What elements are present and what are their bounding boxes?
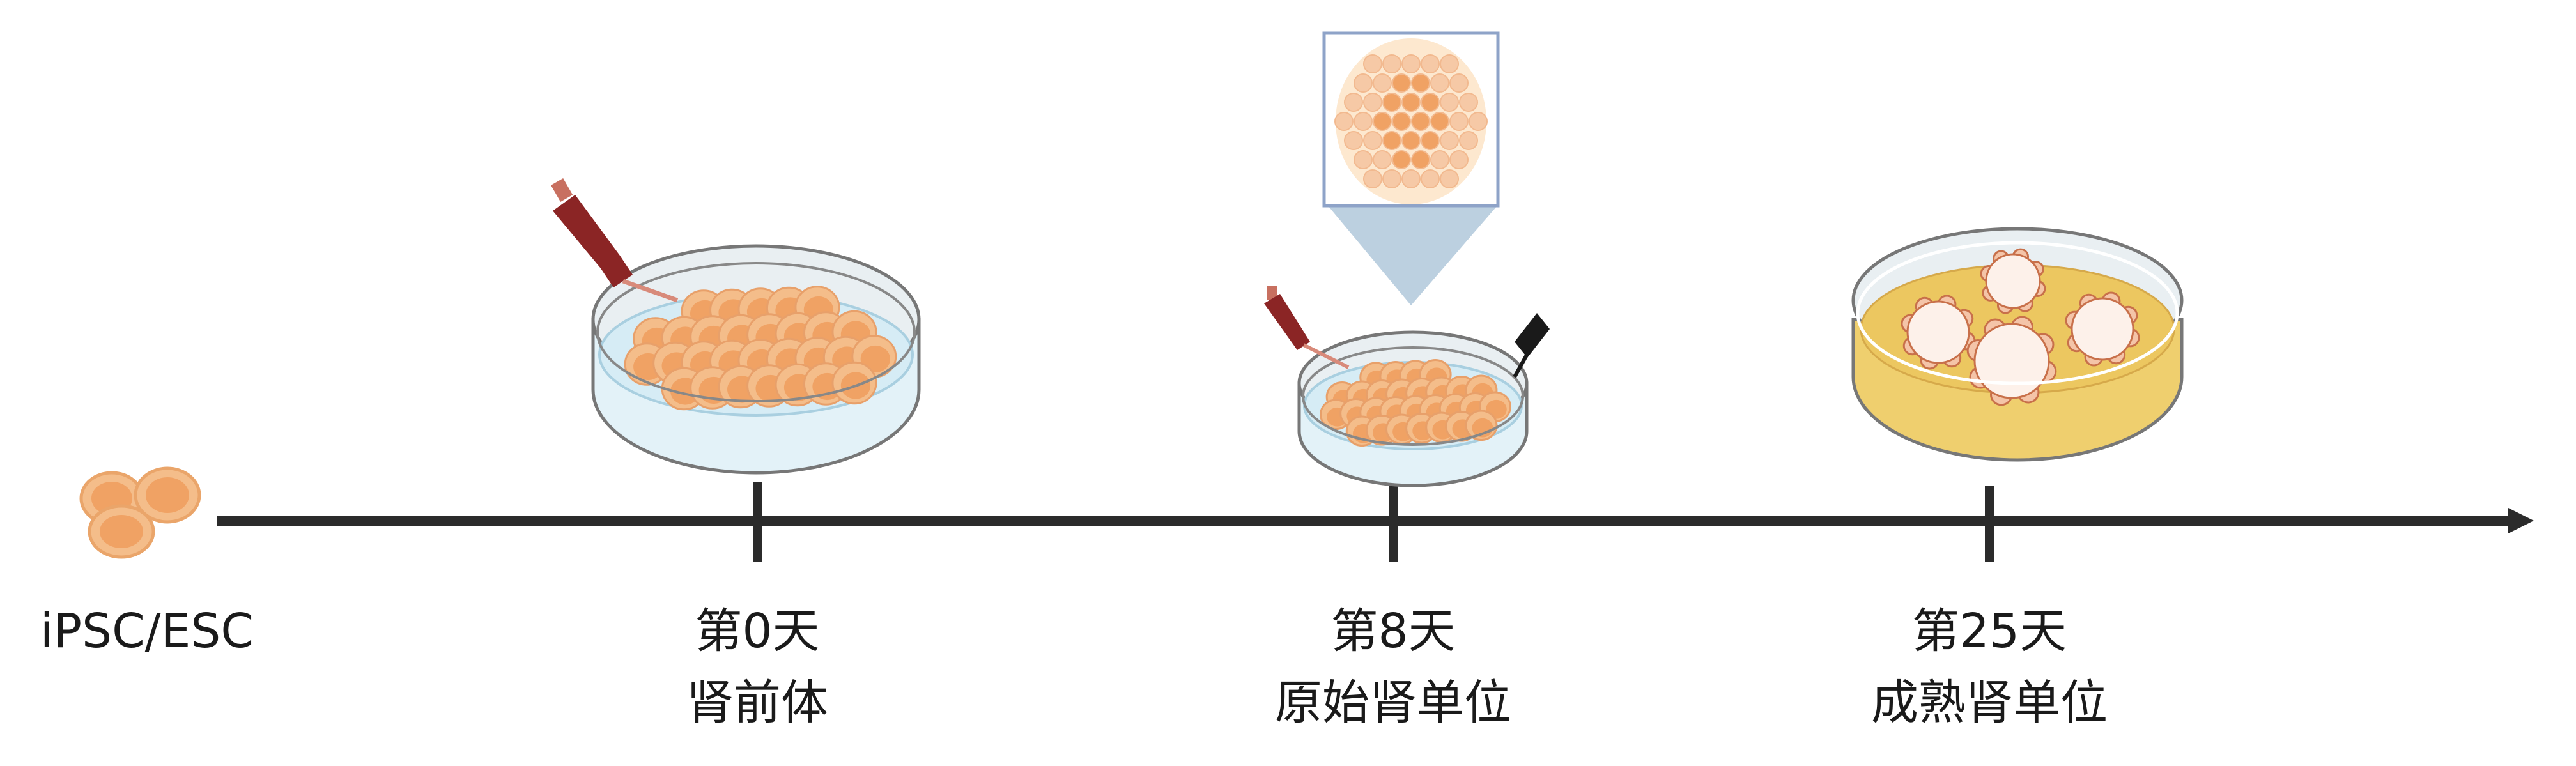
cell bbox=[1382, 131, 1401, 150]
cell bbox=[1421, 93, 1440, 112]
cell bbox=[1449, 73, 1469, 93]
cell bbox=[1382, 169, 1401, 188]
cell bbox=[1354, 112, 1373, 131]
cell bbox=[1465, 410, 1498, 441]
cell bbox=[1469, 112, 1488, 131]
mature-nephron-organoids bbox=[1901, 248, 2140, 406]
cell bbox=[1382, 93, 1401, 112]
cell bbox=[1392, 73, 1411, 93]
petri-dish-day25 bbox=[1851, 227, 2184, 462]
arrow-head-icon bbox=[2508, 508, 2534, 533]
stage-label-day8: 第8天 原始肾单位 bbox=[1275, 604, 1511, 730]
dissection-tool-icon bbox=[1513, 313, 1550, 378]
stage-start-label: iPSC/ESC bbox=[40, 604, 254, 659]
stage-day0-name: 肾前体 bbox=[686, 675, 828, 730]
stage-day8-time: 第8天 bbox=[1330, 604, 1455, 659]
cell bbox=[1401, 54, 1421, 73]
stage-day8-name: 原始肾单位 bbox=[1275, 675, 1511, 730]
cell bbox=[1363, 93, 1382, 112]
zoom-inset bbox=[1322, 31, 1500, 305]
cell bbox=[1440, 93, 1459, 112]
nephron-organoid-closeup bbox=[1334, 54, 1488, 188]
cell bbox=[1344, 93, 1363, 112]
cell bbox=[1440, 54, 1459, 73]
cell bbox=[1430, 112, 1449, 131]
cell bbox=[1430, 150, 1449, 169]
cell bbox=[1401, 131, 1421, 150]
cell bbox=[1373, 73, 1392, 93]
cell bbox=[1373, 150, 1392, 169]
cell bbox=[1354, 150, 1373, 169]
stage-label-day0: 第0天 肾前体 bbox=[686, 604, 828, 730]
stage-day0-time: 第0天 bbox=[695, 604, 819, 659]
cell bbox=[1449, 112, 1469, 131]
cell bbox=[1392, 112, 1411, 131]
cell bbox=[1440, 169, 1459, 188]
cell bbox=[1411, 112, 1430, 131]
stage-label-day25: 第25天 成熟肾单位 bbox=[1871, 604, 2108, 730]
cell bbox=[1344, 131, 1363, 150]
timeline-axis bbox=[217, 482, 2534, 562]
cell bbox=[1392, 150, 1411, 169]
cell-cluster bbox=[624, 286, 897, 411]
cell bbox=[1440, 131, 1459, 150]
pipette-icon bbox=[1264, 286, 1350, 369]
cell-cluster bbox=[1320, 358, 1511, 447]
cell bbox=[1421, 169, 1440, 188]
cell bbox=[1401, 93, 1421, 112]
cell bbox=[1354, 73, 1373, 93]
stage-day25-time: 第25天 bbox=[1912, 604, 2067, 659]
cell bbox=[1430, 73, 1449, 93]
petri-dish-day8 bbox=[1297, 330, 1529, 487]
organoid bbox=[1966, 316, 2057, 406]
cell bbox=[1334, 112, 1354, 131]
petri-dish-day0 bbox=[591, 244, 921, 475]
cell bbox=[1411, 150, 1430, 169]
zoom-cone bbox=[1328, 206, 1497, 305]
stage-day25-name: 成熟肾单位 bbox=[1871, 675, 2108, 730]
cell bbox=[1363, 131, 1382, 150]
cell bbox=[1459, 131, 1478, 150]
organoid bbox=[1980, 248, 2046, 314]
cell bbox=[831, 361, 877, 405]
cell bbox=[1411, 73, 1430, 93]
cell bbox=[1373, 112, 1392, 131]
cell bbox=[1363, 54, 1382, 73]
organoid bbox=[2065, 291, 2140, 367]
cell bbox=[1459, 93, 1478, 112]
pipette-icon bbox=[551, 178, 679, 303]
cell bbox=[1421, 54, 1440, 73]
stem-cells-icon bbox=[79, 466, 201, 559]
cell bbox=[1401, 169, 1421, 188]
cell bbox=[1382, 54, 1401, 73]
organoid bbox=[1901, 295, 1976, 370]
stage-label-start: iPSC/ESC bbox=[40, 604, 254, 659]
cell bbox=[1421, 131, 1440, 150]
cell bbox=[1449, 150, 1469, 169]
cell bbox=[1363, 169, 1382, 188]
